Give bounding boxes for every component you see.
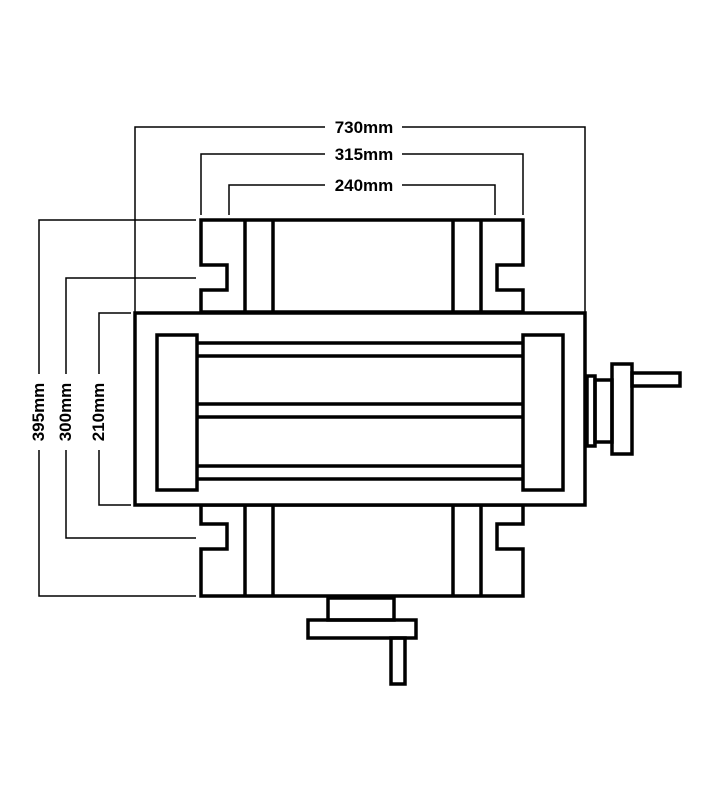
dimension-730mm: 730mm [134, 118, 586, 312]
dimension-240mm: 240mm [228, 176, 496, 215]
dimension-315mm: 315mm [200, 145, 524, 215]
base-top [199, 218, 525, 314]
dim-label-210mm: 210mm [89, 383, 108, 442]
base-bottom [199, 503, 525, 598]
bottom-handwheel [306, 596, 418, 686]
dim-label-315mm: 315mm [335, 145, 394, 164]
dim-label-730mm: 730mm [335, 118, 394, 137]
right-handwheel [585, 362, 682, 456]
dimension-395mm: 395mm [29, 219, 196, 597]
dim-label-395mm: 395mm [29, 383, 48, 442]
dim-label-300mm: 300mm [56, 383, 75, 442]
dimension-210mm: 210mm [89, 312, 131, 506]
dimension-300mm: 300mm [56, 277, 196, 539]
dim-label-240mm: 240mm [335, 176, 394, 195]
work-table [133, 311, 587, 507]
